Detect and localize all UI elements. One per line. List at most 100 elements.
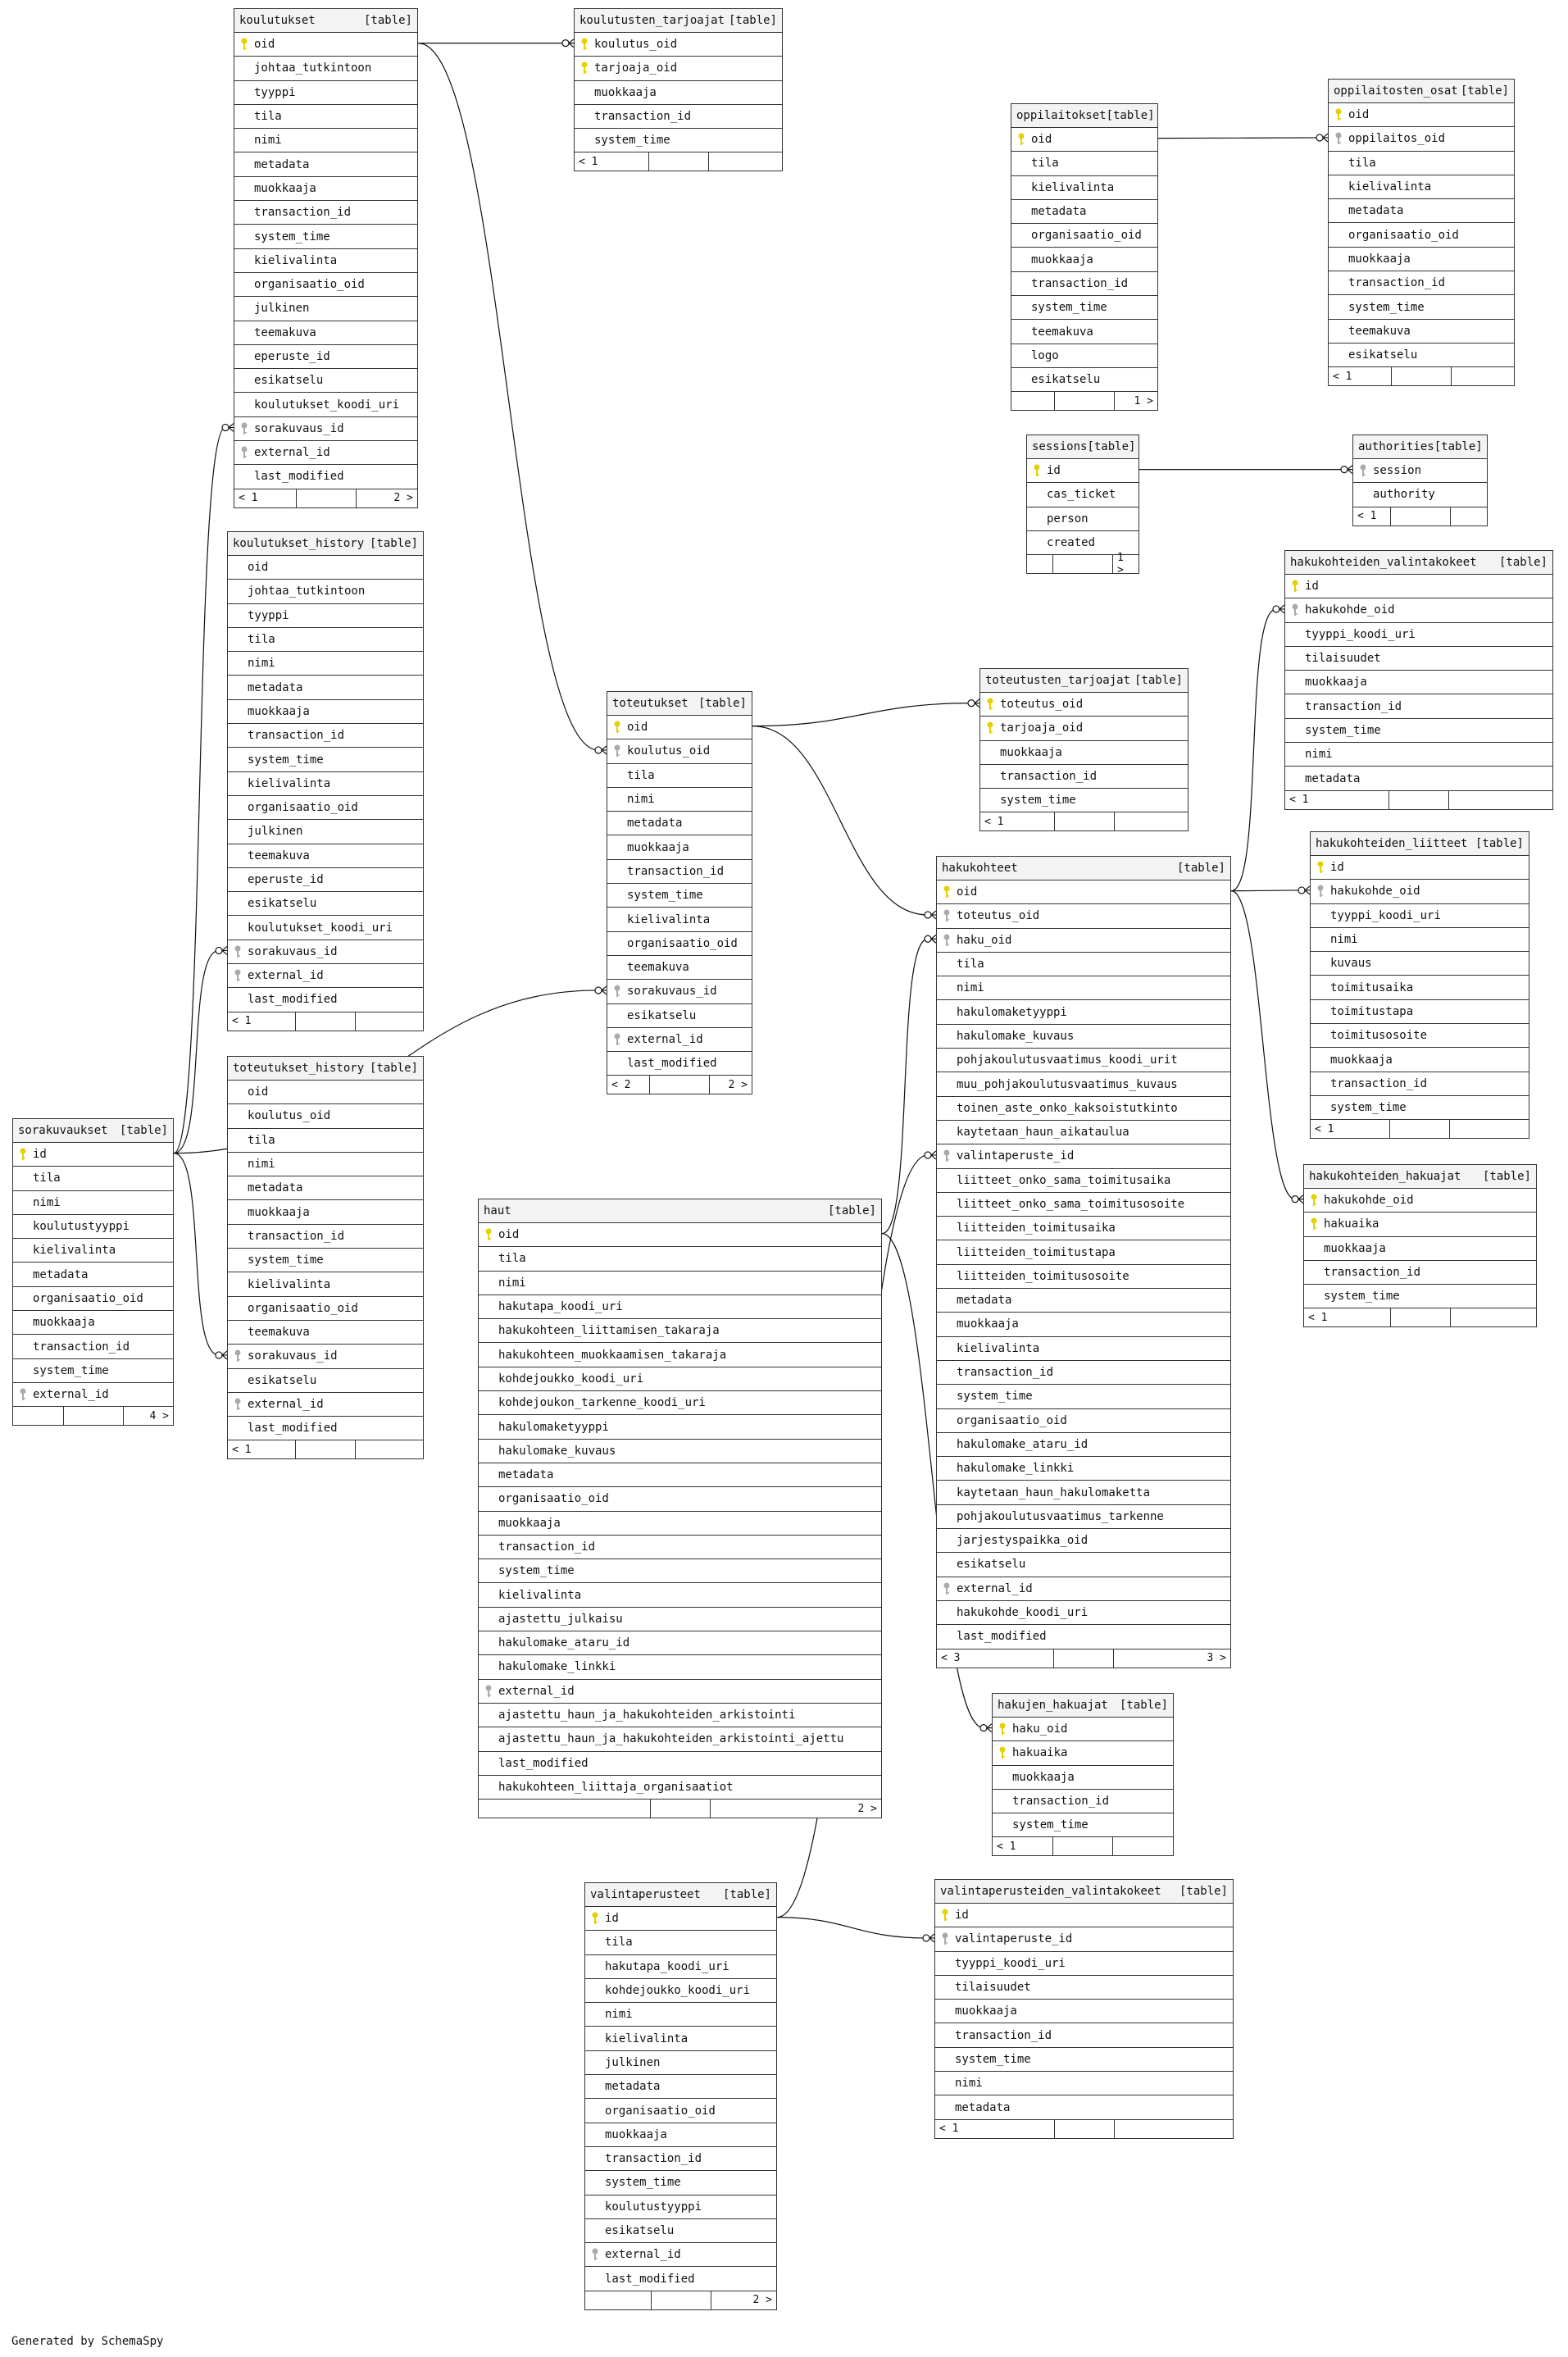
parents-count[interactable] bbox=[1011, 392, 1055, 411]
column-row[interactable]: muokkaaja bbox=[607, 835, 752, 860]
table-valintaperusteiden-valintakokeet[interactable]: valintaperusteiden_valintakokeet[table]i… bbox=[934, 1879, 1234, 2139]
column-row[interactable]: kielivalinta bbox=[234, 249, 417, 273]
column-row[interactable]: system_time bbox=[1011, 296, 1157, 321]
column-row[interactable]: metadata bbox=[935, 2095, 1233, 2120]
column-row[interactable]: hakutapa_koodi_uri bbox=[479, 1295, 881, 1320]
table-header[interactable]: hakujen_hakuajat[table] bbox=[993, 1694, 1173, 1718]
column-row[interactable]: organisaatio_oid bbox=[479, 1487, 881, 1512]
column-row[interactable]: teemakuva bbox=[234, 321, 417, 345]
column-row[interactable]: external_id bbox=[479, 1680, 881, 1704]
column-row[interactable]: organisaatio_oid bbox=[937, 1409, 1230, 1433]
parents-count[interactable] bbox=[585, 2291, 652, 2309]
column-row[interactable]: system_time bbox=[479, 1559, 881, 1584]
column-row[interactable]: nimi bbox=[228, 1153, 423, 1177]
column-row[interactable]: koulutus_oid bbox=[607, 739, 752, 764]
column-row[interactable]: organisaatio_oid bbox=[13, 1287, 173, 1312]
column-row[interactable]: metadata bbox=[937, 1289, 1230, 1313]
column-row[interactable]: id bbox=[1311, 856, 1529, 880]
children-count[interactable] bbox=[709, 152, 783, 171]
column-row[interactable]: esikatselu bbox=[585, 2219, 776, 2244]
column-row[interactable]: metadata bbox=[585, 2075, 776, 2100]
column-row[interactable]: external_id bbox=[228, 964, 423, 989]
column-row[interactable]: nimi bbox=[607, 788, 752, 812]
column-row[interactable]: liitteiden_toimitustapa bbox=[937, 1240, 1230, 1265]
column-row[interactable]: muokkaaja bbox=[13, 1311, 173, 1335]
column-row[interactable]: id bbox=[935, 1904, 1233, 1928]
table-header[interactable]: hakukohteiden_liitteet[table] bbox=[1311, 832, 1529, 856]
column-row[interactable]: teemakuva bbox=[1011, 320, 1157, 344]
column-row[interactable]: organisaatio_oid bbox=[585, 2099, 776, 2123]
column-row[interactable]: transaction_id bbox=[228, 1225, 423, 1249]
column-row[interactable]: kielivalinta bbox=[228, 772, 423, 796]
column-row[interactable]: ajastettu_haun_ja_hakukohteiden_arkistoi… bbox=[479, 1704, 881, 1728]
column-row[interactable]: hakutapa_koodi_uri bbox=[585, 1955, 776, 1979]
table-header[interactable]: koulutusten_tarjoajat[table] bbox=[575, 9, 782, 33]
column-row[interactable]: hakulomaketyyppi bbox=[937, 1000, 1230, 1025]
column-row[interactable]: transaction_id bbox=[234, 201, 417, 225]
column-row[interactable]: kielivalinta bbox=[607, 908, 752, 932]
column-row[interactable]: muokkaaja bbox=[585, 2123, 776, 2147]
column-row[interactable]: jarjestyspaikka_oid bbox=[937, 1529, 1230, 1554]
column-row[interactable]: transaction_id bbox=[575, 105, 782, 130]
column-row[interactable]: external_id bbox=[234, 441, 417, 466]
column-row[interactable]: koulutus_oid bbox=[228, 1104, 423, 1129]
column-row[interactable]: metadata bbox=[228, 1176, 423, 1201]
parents-count[interactable]: < 1 bbox=[1285, 790, 1389, 809]
column-row[interactable]: kielivalinta bbox=[228, 1272, 423, 1297]
column-row[interactable]: tyyppi_koodi_uri bbox=[1285, 623, 1552, 647]
children-count[interactable] bbox=[1450, 1120, 1529, 1138]
column-row[interactable]: koulutustyyppi bbox=[585, 2195, 776, 2219]
column-row[interactable]: haku_oid bbox=[993, 1718, 1173, 1742]
table-header[interactable]: sorakuvaukset[table] bbox=[13, 1119, 173, 1143]
column-row[interactable]: transaction_id bbox=[13, 1335, 173, 1359]
column-row[interactable]: last_modified bbox=[937, 1625, 1230, 1649]
column-row[interactable]: teemakuva bbox=[607, 956, 752, 981]
column-row[interactable]: tila bbox=[479, 1247, 881, 1272]
column-row[interactable]: transaction_id bbox=[607, 860, 752, 885]
children-count[interactable] bbox=[1451, 507, 1488, 526]
column-row[interactable]: muokkaaja bbox=[575, 81, 782, 105]
column-row[interactable]: tarjoaja_oid bbox=[980, 717, 1188, 741]
column-row[interactable]: muokkaaja bbox=[1285, 671, 1552, 695]
column-row[interactable]: muokkaaja bbox=[479, 1512, 881, 1536]
column-row[interactable]: oid bbox=[1329, 103, 1514, 128]
column-row[interactable]: kaytetaan_haun_aikataulua bbox=[937, 1121, 1230, 1145]
column-row[interactable]: toinen_aste_onko_kaksoistutkinto bbox=[937, 1097, 1230, 1121]
column-row[interactable]: muokkaaja bbox=[935, 2000, 1233, 2024]
column-row[interactable]: hakulomake_linkki bbox=[937, 1457, 1230, 1481]
table-header[interactable]: valintaperusteiden_valintakokeet[table] bbox=[935, 1880, 1233, 1904]
column-row[interactable]: nimi bbox=[1285, 743, 1552, 767]
column-row[interactable]: hakulomake_kuvaus bbox=[479, 1440, 881, 1463]
children-count[interactable] bbox=[1113, 1837, 1173, 1855]
column-row[interactable]: system_time bbox=[937, 1385, 1230, 1409]
table-toteutusten-tarjoajat[interactable]: toteutusten_tarjoajat[table]toteutus_oid… bbox=[979, 668, 1188, 832]
column-row[interactable]: last_modified bbox=[607, 1052, 752, 1076]
table-header[interactable]: toteutukset_history[table] bbox=[228, 1057, 423, 1081]
table-koulutusten-tarjoajat[interactable]: koulutusten_tarjoajat[table]koulutus_oid… bbox=[574, 8, 783, 172]
children-count[interactable]: 3 > bbox=[1207, 1652, 1226, 1664]
parents-count[interactable]: < 1 bbox=[1304, 1308, 1391, 1327]
column-row[interactable]: tila bbox=[234, 105, 417, 130]
column-row[interactable]: esikatselu bbox=[607, 1004, 752, 1028]
column-row[interactable]: kohdejoukko_koodi_uri bbox=[585, 1979, 776, 2004]
column-row[interactable]: oid bbox=[937, 880, 1230, 905]
column-row[interactable]: created bbox=[1027, 531, 1139, 556]
column-row[interactable]: cas_ticket bbox=[1027, 483, 1139, 507]
column-row[interactable]: organisaatio_oid bbox=[1329, 223, 1514, 248]
column-row[interactable]: kohdejoukon_tarkenne_koodi_uri bbox=[479, 1391, 881, 1416]
parents-count[interactable]: < 2 bbox=[607, 1076, 650, 1094]
column-row[interactable]: system_time bbox=[993, 1813, 1173, 1838]
column-row[interactable]: nimi bbox=[228, 652, 423, 676]
column-row[interactable]: authority bbox=[1353, 483, 1487, 507]
column-row[interactable]: metadata bbox=[479, 1463, 881, 1488]
column-row[interactable]: tila bbox=[607, 764, 752, 788]
column-row[interactable]: hakulomake_kuvaus bbox=[937, 1025, 1230, 1049]
children-count[interactable] bbox=[1115, 812, 1188, 830]
column-row[interactable]: tila bbox=[13, 1167, 173, 1191]
children-count[interactable] bbox=[356, 1012, 423, 1031]
column-row[interactable]: transaction_id bbox=[585, 2147, 776, 2172]
children-count[interactable] bbox=[1452, 367, 1514, 385]
column-row[interactable]: hakukohteen_muokkaamisen_takaraja bbox=[479, 1343, 881, 1367]
